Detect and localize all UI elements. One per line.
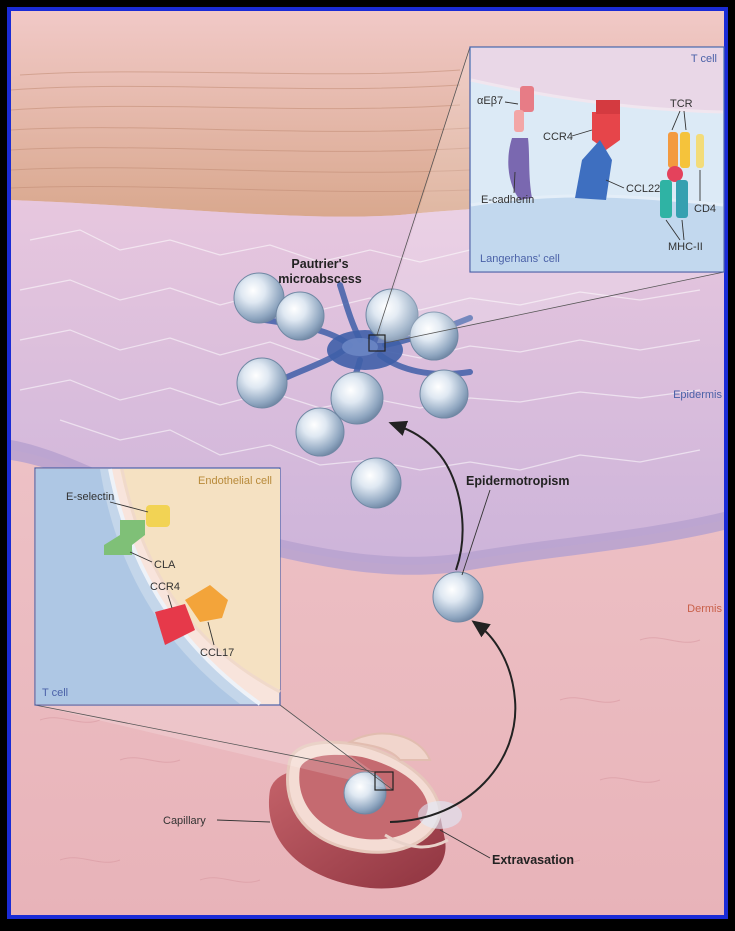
integrin-label: αEβ7 <box>477 95 503 107</box>
integrin-shape <box>520 86 534 112</box>
inset-left-t-cell-label: T cell <box>42 687 68 699</box>
tcr-shape <box>668 132 678 168</box>
inset-top-t-cell-label: T cell <box>691 53 717 65</box>
tcr-label: TCR <box>670 98 693 110</box>
migrating-t-cell <box>433 572 483 622</box>
pautrier-label-line1: Pautrier's <box>291 257 348 271</box>
mhc2-shape <box>660 180 672 218</box>
cd4-label: CD4 <box>694 203 716 215</box>
antigen-peptide <box>667 166 683 182</box>
epidermis-label: Epidermis <box>673 389 722 401</box>
extravasation-label: Extravasation <box>492 853 574 867</box>
epidermotropism-label: Epidermotropism <box>466 474 570 488</box>
inset-t-cell-endothelial: Endothelial cell T cell E-selectin CLA C… <box>35 468 280 705</box>
cd4-shape <box>696 134 704 168</box>
ccr4-top-label: CCR4 <box>543 131 573 143</box>
mhc2-label: MHC-II <box>668 241 703 253</box>
ccr4-left-label: CCR4 <box>150 581 180 593</box>
ccl17-label: CCL17 <box>200 647 234 659</box>
cla-label: CLA <box>154 559 176 571</box>
inset-left-endothelial-label: Endothelial cell <box>198 475 272 487</box>
pautrier-label-line2: microabscess <box>278 272 361 286</box>
dermis-label: Dermis <box>687 603 722 615</box>
e-cadherin-label: E-cadherin <box>481 194 534 206</box>
inset-top-langerhans-label: Langerhans' cell <box>480 253 560 265</box>
e-selectin-label: E-selectin <box>66 491 114 503</box>
capillary-label: Capillary <box>163 815 206 827</box>
e-selectin-shape <box>146 505 170 527</box>
inset-t-cell-langerhans: T cell Langerhans' cell αEβ7 E-cadherin … <box>470 47 724 272</box>
ccl22-label: CCL22 <box>626 183 660 195</box>
